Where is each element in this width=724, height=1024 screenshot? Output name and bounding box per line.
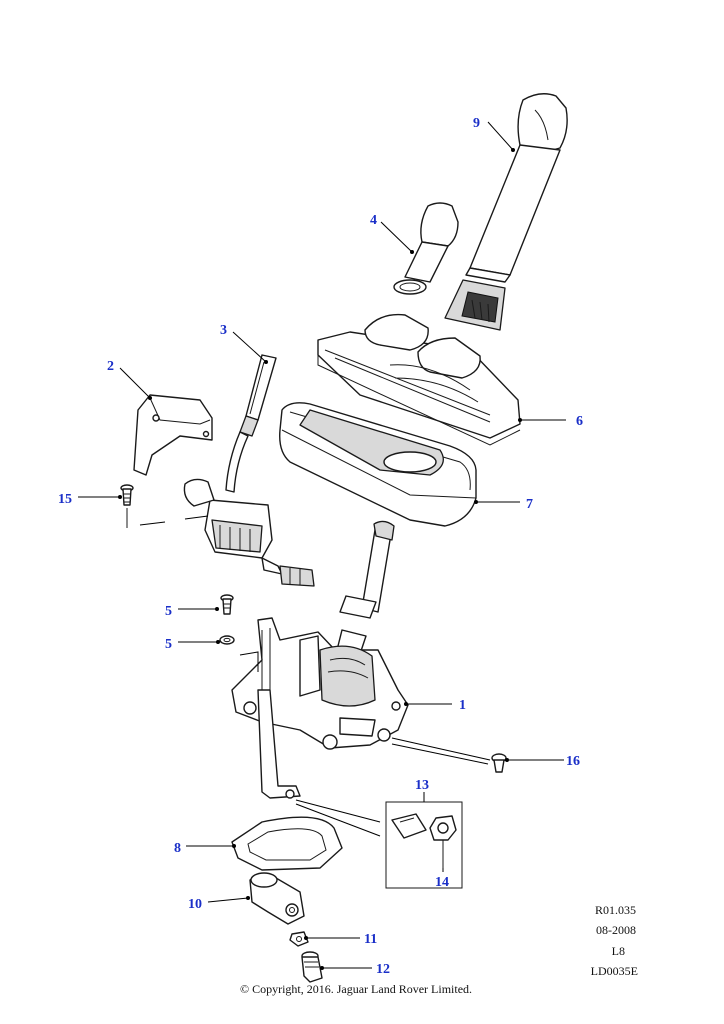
callout-3: 3 bbox=[220, 323, 227, 338]
callout-10: 10 bbox=[188, 897, 202, 912]
part-16-bolt bbox=[491, 753, 507, 773]
copyright-notice: © Copyright, 2016. Jaguar Land Rover Lim… bbox=[240, 982, 472, 996]
reference-date: 08-2008 bbox=[596, 923, 636, 937]
callout-labels: 9 4 3 2 6 7 15 5 5 1 16 13 14 8 10 11 12 bbox=[58, 116, 583, 977]
callout-11: 11 bbox=[364, 932, 377, 947]
reference-model: L8 bbox=[612, 944, 625, 958]
callout-12: 12 bbox=[376, 962, 390, 977]
reference-drawing-number: LD0035E bbox=[591, 964, 638, 978]
reference-block: R01.035 08-2008 L8 LD0035E bbox=[591, 903, 638, 978]
callout-8: 8 bbox=[174, 841, 181, 856]
callout-5-screw: 5 bbox=[165, 604, 172, 619]
part-10-bush bbox=[249, 872, 305, 925]
part-2-bracket-cover bbox=[133, 394, 213, 476]
reference-code: R01.035 bbox=[595, 903, 636, 917]
part-15-screw bbox=[120, 484, 134, 528]
callout-4: 4 bbox=[370, 213, 377, 228]
callout-15: 15 bbox=[58, 492, 72, 507]
callout-2: 2 bbox=[107, 359, 114, 374]
part-13-clip-nut-box bbox=[385, 801, 463, 889]
callout-7: 7 bbox=[526, 497, 533, 512]
callout-16: 16 bbox=[566, 754, 580, 769]
callout-14: 14 bbox=[435, 875, 449, 890]
callout-9: 9 bbox=[473, 116, 480, 131]
part-12-pin bbox=[301, 951, 323, 983]
part-9-gear-knob-long bbox=[444, 93, 568, 331]
part-3-selector-cable bbox=[225, 354, 277, 493]
part-5-screw-washer bbox=[219, 594, 235, 645]
part-7-console-surround bbox=[279, 402, 477, 527]
callout-1: 1 bbox=[459, 698, 466, 713]
part-6-gaiter bbox=[317, 313, 521, 446]
callout-5-washer: 5 bbox=[165, 637, 172, 652]
selector-housing bbox=[183, 478, 315, 587]
part-8-gasket bbox=[231, 816, 343, 871]
callout-6: 6 bbox=[576, 414, 583, 429]
part-1-gear-change-assembly bbox=[231, 617, 409, 799]
part-11-nut bbox=[289, 931, 309, 947]
leader-lines bbox=[78, 121, 566, 970]
gear-lever-shaft bbox=[335, 520, 395, 661]
part-4-gear-knob-short bbox=[393, 202, 459, 295]
callout-13: 13 bbox=[415, 778, 429, 793]
